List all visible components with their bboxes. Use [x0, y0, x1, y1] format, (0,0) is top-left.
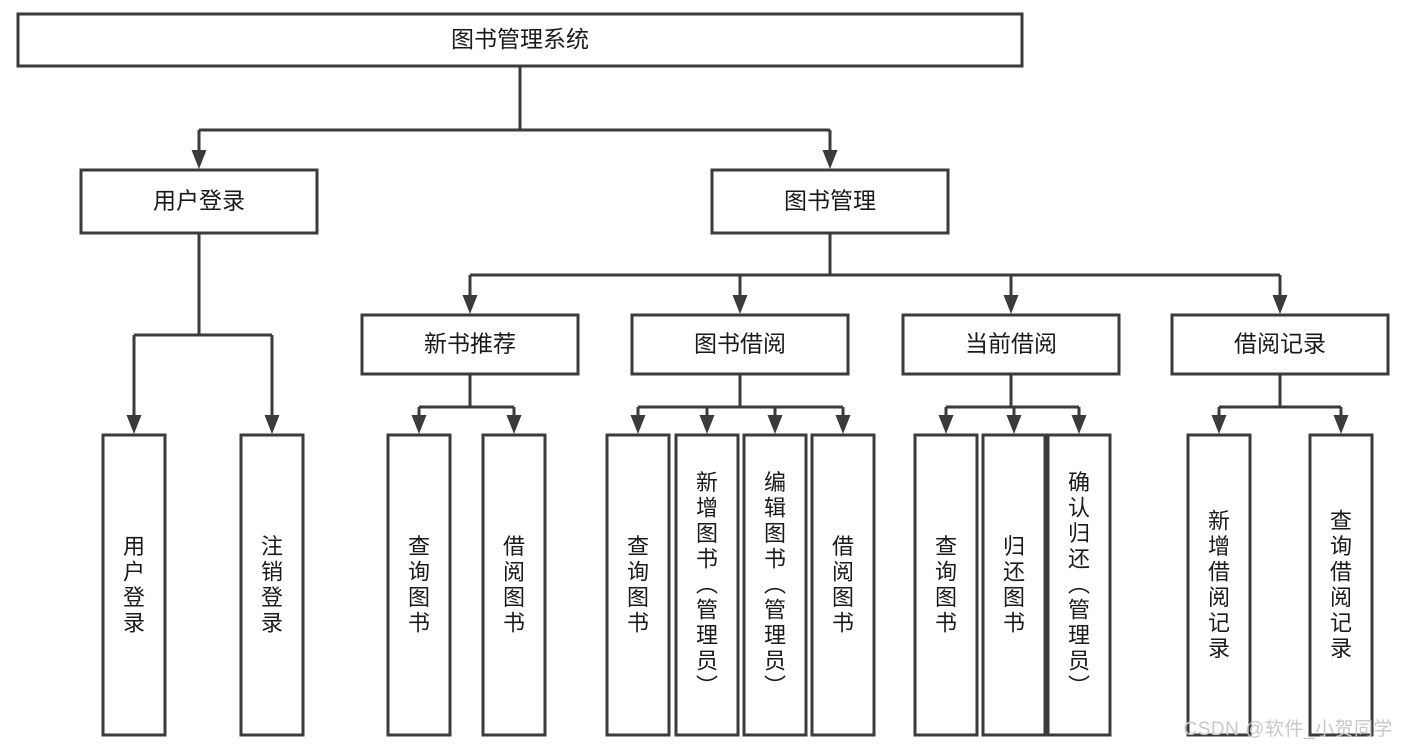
- node-leaf-borrow-book-recommend[interactable]: 借阅图书: [481, 433, 547, 737]
- node-user-login[interactable]: 用户登录: [79, 168, 319, 235]
- node-label-leaf-query-book-borrow: 查询图书: [627, 534, 649, 636]
- node-label-leaf-borrow-book: 借阅图书: [832, 534, 854, 636]
- node-root[interactable]: 图书管理系统: [16, 12, 1024, 68]
- node-box-leaf-query-book-recommend[interactable]: [386, 433, 452, 737]
- node-box-leaf-user-login[interactable]: [101, 433, 167, 737]
- connector-group-new-book-recommend: [411, 374, 522, 434]
- node-box-leaf-borrow-book-recommend[interactable]: [481, 433, 547, 737]
- node-label-leaf-add-book: 新增图书︵管理员︶: [696, 470, 718, 699]
- node-leaf-edit-book[interactable]: 编辑图书︵管理员︶: [742, 433, 808, 737]
- node-label-leaf-query-book-recommend: 查询图书: [408, 534, 430, 636]
- node-box-book-manage[interactable]: [710, 168, 950, 235]
- node-label-new-book-recommend: 新书推荐: [424, 331, 516, 357]
- node-label-leaf-query-borrow-record: 查询借阅记录: [1330, 508, 1352, 661]
- node-box-leaf-user-logout[interactable]: [239, 433, 305, 737]
- arrow-head-icon: [411, 415, 427, 434]
- node-new-book-recommend[interactable]: 新书推荐: [360, 313, 580, 376]
- node-label-book-manage: 图书管理: [784, 188, 876, 214]
- node-label-root: 图书管理系统: [451, 26, 589, 52]
- node-box-leaf-edit-book[interactable]: [742, 433, 808, 737]
- arrow-head-icon: [938, 415, 954, 434]
- arrow-head-icon: [462, 295, 478, 314]
- node-leaf-query-book-current[interactable]: 查询图书: [913, 433, 979, 737]
- arrow-head-icon: [822, 150, 838, 169]
- node-box-leaf-query-borrow-record[interactable]: [1308, 433, 1374, 737]
- arrow-head-icon: [732, 295, 748, 314]
- node-leaf-query-book-borrow[interactable]: 查询图书: [605, 433, 671, 737]
- arrow-head-icon: [699, 415, 715, 434]
- node-borrow-record[interactable]: 借阅记录: [1170, 313, 1390, 376]
- arrow-head-icon: [126, 415, 142, 434]
- node-leaf-add-borrow-record[interactable]: 新增借阅记录: [1186, 433, 1252, 737]
- node-box-leaf-borrow-book[interactable]: [810, 433, 876, 737]
- node-leaf-query-book-recommend[interactable]: 查询图书: [386, 433, 452, 737]
- node-box-user-login[interactable]: [79, 168, 319, 235]
- node-box-book-borrow[interactable]: [630, 313, 850, 376]
- node-label-leaf-edit-book: 编辑图书︵管理员︶: [764, 470, 786, 699]
- connector-group-user-login: [126, 233, 280, 434]
- node-box-root[interactable]: [16, 12, 1024, 68]
- node-leaf-borrow-book[interactable]: 借阅图书: [810, 433, 876, 737]
- node-current-borrow[interactable]: 当前借阅: [901, 313, 1121, 376]
- node-box-new-book-recommend[interactable]: [360, 313, 580, 376]
- arrow-head-icon: [630, 415, 646, 434]
- arrow-head-icon: [835, 415, 851, 434]
- node-layer: 图书管理系统用户登录图书管理新书推荐图书借阅当前借阅借阅记录用户登录注销登录查询…: [16, 12, 1390, 737]
- node-leaf-return-book[interactable]: 归还图书: [981, 433, 1047, 737]
- node-label-leaf-borrow-book-recommend: 借阅图书: [503, 534, 525, 636]
- arrow-head-icon: [1272, 295, 1288, 314]
- node-leaf-user-logout[interactable]: 注销登录: [239, 433, 305, 737]
- node-label-leaf-user-logout: 注销登录: [261, 534, 283, 636]
- connector-layer: [126, 66, 1349, 434]
- node-box-leaf-add-book[interactable]: [674, 433, 740, 737]
- arrow-head-icon: [1333, 415, 1349, 434]
- node-label-leaf-return-book: 归还图书: [1003, 534, 1025, 636]
- watermark-label: CSDN @软件_小贺同学: [1183, 719, 1393, 740]
- connector-group-borrow-record: [1211, 374, 1349, 434]
- connector-group-root: [191, 66, 838, 169]
- node-leaf-query-borrow-record[interactable]: 查询借阅记录: [1308, 433, 1374, 737]
- arrow-head-icon: [767, 415, 783, 434]
- arrow-head-icon: [506, 415, 522, 434]
- arrow-head-icon: [1071, 415, 1087, 434]
- node-leaf-add-book[interactable]: 新增图书︵管理员︶: [674, 433, 740, 737]
- node-leaf-confirm-return[interactable]: 确认归还︵管理员︶: [1046, 433, 1112, 737]
- node-box-borrow-record[interactable]: [1170, 313, 1390, 376]
- connector-group-book-manage: [462, 233, 1288, 314]
- node-label-leaf-confirm-return: 确认归还︵管理员︶: [1068, 470, 1090, 699]
- arrow-head-icon: [1211, 415, 1227, 434]
- node-box-leaf-add-borrow-record[interactable]: [1186, 433, 1252, 737]
- arrow-head-icon: [1006, 415, 1022, 434]
- node-box-leaf-query-book-borrow[interactable]: [605, 433, 671, 737]
- node-box-leaf-confirm-return[interactable]: [1046, 433, 1112, 737]
- node-box-current-borrow[interactable]: [901, 313, 1121, 376]
- connector-group-current-borrow: [938, 374, 1087, 434]
- arrow-head-icon: [1003, 295, 1019, 314]
- connector-group-book-borrow: [630, 374, 851, 434]
- node-label-user-login: 用户登录: [153, 188, 245, 214]
- node-label-current-borrow: 当前借阅: [965, 331, 1057, 357]
- arrow-head-icon: [264, 415, 280, 434]
- node-box-leaf-query-book-current[interactable]: [913, 433, 979, 737]
- node-book-borrow[interactable]: 图书借阅: [630, 313, 850, 376]
- node-label-leaf-query-book-current: 查询图书: [935, 534, 957, 636]
- node-label-leaf-user-login: 用户登录: [123, 534, 145, 636]
- arrow-head-icon: [191, 150, 207, 169]
- node-box-leaf-return-book[interactable]: [981, 433, 1047, 737]
- node-label-leaf-add-borrow-record: 新增借阅记录: [1208, 508, 1230, 661]
- node-label-book-borrow: 图书借阅: [694, 331, 786, 357]
- node-leaf-user-login[interactable]: 用户登录: [101, 433, 167, 737]
- node-label-borrow-record: 借阅记录: [1234, 331, 1326, 357]
- node-book-manage[interactable]: 图书管理: [710, 168, 950, 235]
